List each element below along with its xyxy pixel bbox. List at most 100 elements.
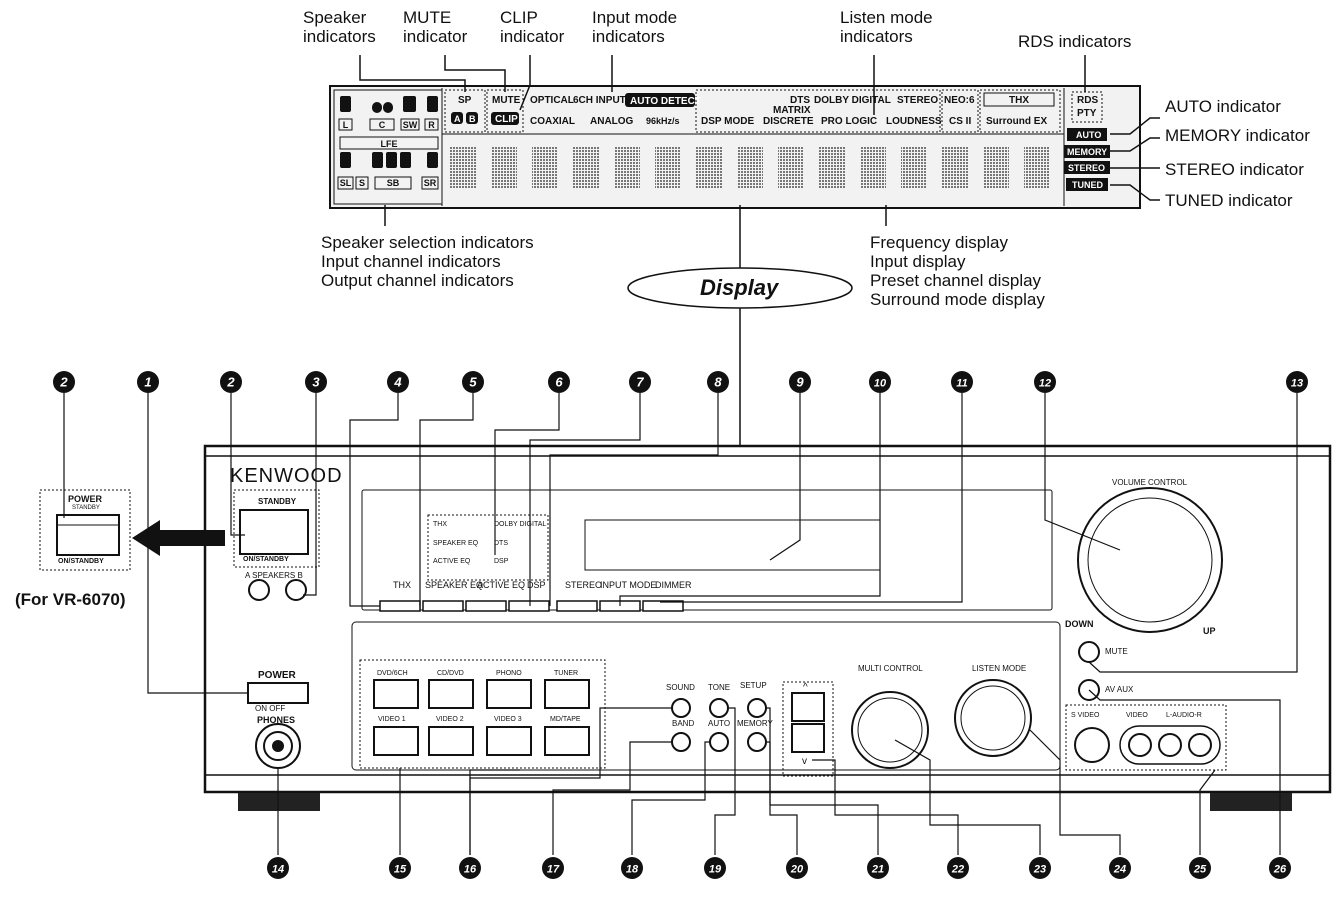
callout-badge-9 bbox=[789, 371, 811, 393]
callout-number-7: 7 bbox=[636, 375, 644, 390]
callout-number-10: 10 bbox=[874, 378, 887, 390]
l-audio-r-label: L-AUDIO-R bbox=[1166, 712, 1202, 719]
dsp-button-label: DSP bbox=[527, 580, 546, 590]
receiver-body: ^ v bbox=[203, 444, 1332, 811]
callout-number-24: 24 bbox=[1113, 864, 1126, 876]
dot-matrix-display bbox=[450, 146, 1050, 189]
src-tuner-label: TUNER bbox=[554, 670, 579, 677]
memory-label: MEMORY bbox=[737, 719, 773, 728]
mute-indicator-callout: MUTE indicator bbox=[403, 8, 468, 46]
callout-number-23: 23 bbox=[1033, 864, 1046, 876]
ind-dts: DTS bbox=[494, 540, 508, 547]
lcd-tuned: TUNED bbox=[1072, 180, 1103, 190]
clip-indicator-callout: CLIP indicator bbox=[500, 8, 565, 46]
ind-dolby: DOLBY DIGITAL bbox=[494, 521, 547, 528]
lcd-optical: OPTICAL bbox=[530, 95, 574, 106]
lcd-auto: AUTO bbox=[1076, 130, 1101, 140]
callout-number-1: 1 bbox=[144, 375, 151, 390]
lcd-display: L C SW R LFE SL S SB SR SP bbox=[329, 85, 1141, 209]
lcd-rds: RDS bbox=[1077, 95, 1098, 106]
listen-mode-indicators-callout: Listen mode indicators bbox=[840, 8, 933, 46]
lcd-pty: PTY bbox=[1077, 108, 1097, 119]
ind-thx: THX bbox=[433, 521, 447, 528]
callout-badge-10 bbox=[869, 371, 891, 393]
callout-badge-23 bbox=[1029, 857, 1051, 879]
callout-badge-5 bbox=[462, 371, 484, 393]
band-label: BAND bbox=[672, 719, 695, 728]
callout-number-15: 15 bbox=[394, 864, 407, 876]
display-list-callout: Frequency display Input display Preset c… bbox=[870, 233, 1045, 309]
lcd-sp: SP bbox=[458, 95, 472, 106]
lcd-stereo: STEREO bbox=[897, 95, 938, 106]
lcd-6ch-input: 6CH INPUT bbox=[573, 95, 626, 106]
s-video-label: S VIDEO bbox=[1071, 712, 1100, 719]
callout-badge-21 bbox=[867, 857, 889, 879]
callout-number-2: 2 bbox=[226, 375, 235, 390]
lcd-spk-c: C bbox=[379, 120, 386, 130]
callout-number-8: 8 bbox=[714, 375, 722, 390]
on-off-label: ON OFF bbox=[255, 704, 286, 713]
on-standby-label: ON/STANDBY bbox=[243, 556, 289, 563]
callout-badge-14 bbox=[267, 857, 289, 879]
lcd-dolby-digital: DOLBY DIGITAL bbox=[814, 95, 891, 106]
src-video3-label: VIDEO 3 bbox=[494, 716, 522, 723]
rds-indicators-callout: RDS indicators bbox=[1018, 32, 1132, 51]
for-model-label: (For VR-6070) bbox=[15, 590, 126, 609]
callout-number-19: 19 bbox=[709, 864, 722, 876]
lcd-spk-sw: SW bbox=[403, 120, 418, 130]
callout-number-16: 16 bbox=[464, 864, 477, 876]
phones-label: PHONES bbox=[257, 715, 296, 725]
speaker-icons bbox=[340, 96, 438, 168]
video-label: VIDEO bbox=[1126, 712, 1148, 719]
input-mode-indicators-callout: Input mode indicators bbox=[592, 8, 678, 46]
tuned-indicator-callout: TUNED indicator bbox=[1165, 191, 1293, 210]
lcd-spk-sr: SR bbox=[424, 178, 437, 188]
lcd-neo6: NEO:6 bbox=[944, 95, 975, 106]
up-label: UP bbox=[1203, 626, 1216, 636]
callout-number-3: 3 bbox=[312, 375, 320, 390]
lcd-auto-detect: AUTO DETECT bbox=[630, 96, 701, 107]
lcd-leader-lines bbox=[359, 55, 1160, 540]
auto-label: AUTO bbox=[708, 719, 731, 728]
lcd-coaxial: COAXIAL bbox=[530, 116, 575, 127]
callout-badge-24 bbox=[1109, 857, 1131, 879]
src-dvd6ch-label: DVD/6CH bbox=[377, 670, 408, 677]
speaker-indicators-callout: Speaker indicators bbox=[303, 8, 376, 46]
lcd-clip: CLIP bbox=[495, 114, 518, 125]
callout-number-5: 5 bbox=[469, 375, 477, 390]
lcd-lfe: LFE bbox=[381, 139, 398, 149]
listen-mode-label: LISTEN MODE bbox=[972, 664, 1027, 673]
callout-number-18: 18 bbox=[626, 864, 639, 876]
setup-label: SETUP bbox=[740, 681, 767, 690]
lcd-surround-ex: Surround EX bbox=[986, 116, 1047, 127]
speakereq-button-label: SPEAKER EQ bbox=[425, 580, 484, 590]
callout-badge-18 bbox=[621, 857, 643, 879]
av-aux-label: AV AUX bbox=[1105, 685, 1134, 694]
callout-number-20: 20 bbox=[790, 864, 804, 876]
src-cddvd-label: CD/DVD bbox=[437, 670, 464, 677]
callout-number-26: 26 bbox=[1273, 864, 1287, 876]
lcd-dsp-mode: DSP MODE bbox=[701, 116, 754, 127]
lcd-spk-sb: SB bbox=[387, 178, 400, 188]
callout-badge-1 bbox=[137, 371, 159, 393]
power-label: POWER bbox=[258, 670, 296, 681]
callout-number-2: 2 bbox=[59, 375, 68, 390]
lcd-a: A bbox=[454, 114, 461, 124]
callout-number-21: 21 bbox=[871, 864, 884, 876]
lcd-pro-logic: PRO LOGIC bbox=[821, 116, 877, 127]
lcd-cs2: CS II bbox=[949, 116, 971, 127]
volume-control-label: VOLUME CONTROL bbox=[1112, 478, 1188, 487]
power-inset bbox=[39, 489, 225, 571]
callout-number-11: 11 bbox=[956, 378, 967, 390]
mute-button-label: MUTE bbox=[1105, 647, 1128, 656]
speaker-selection-callout: Speaker selection indicators Input chann… bbox=[321, 233, 534, 290]
callout-badge-17 bbox=[542, 857, 564, 879]
inputmode-button-label: INPUT MODE bbox=[600, 580, 657, 590]
callout-badge-12 bbox=[1034, 371, 1056, 393]
callout-number-14: 14 bbox=[272, 864, 284, 876]
svg-text:v: v bbox=[802, 756, 807, 767]
callout-number-13: 13 bbox=[1291, 378, 1303, 390]
callout-badge-22 bbox=[947, 857, 969, 879]
